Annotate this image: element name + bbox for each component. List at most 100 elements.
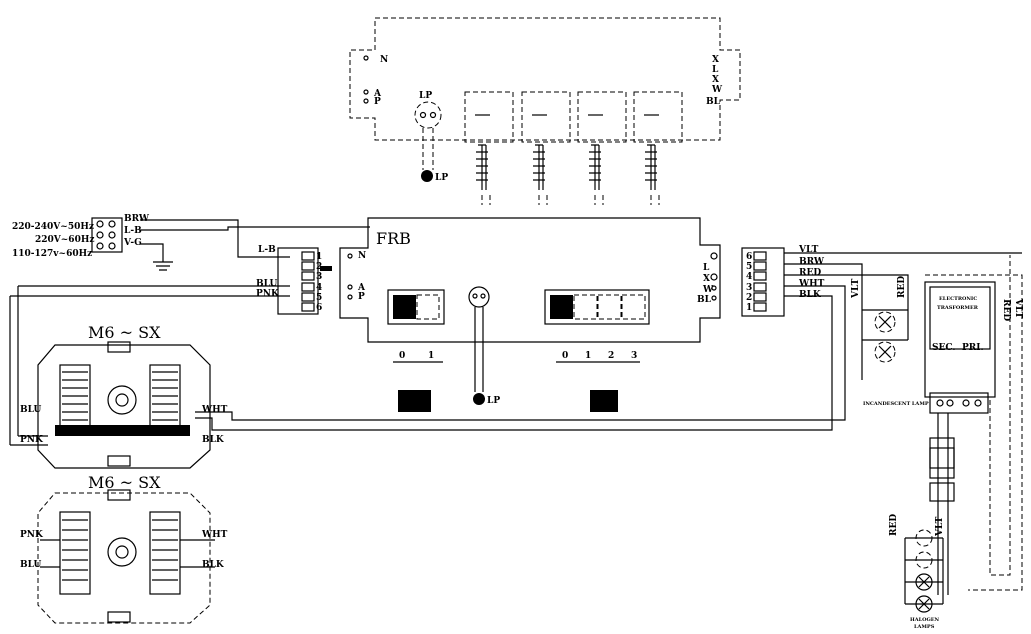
right-switch-1: 1 [585, 351, 591, 361]
main-pin-a: A [357, 283, 366, 293]
right-slider-frame [544, 289, 650, 325]
main-board-outline [339, 217, 721, 343]
incandescent-lamp-icon [874, 341, 896, 363]
halogen-label-2: LAMPS [914, 624, 935, 630]
center-lamp-socket [468, 286, 490, 308]
lamp-bulb-icon [421, 170, 433, 182]
left-slider-frame [387, 289, 445, 325]
motor-top-coil-left [59, 364, 91, 436]
incandescent-lamp-icon [874, 311, 896, 333]
top-pin-n-terminal [363, 55, 369, 61]
top-lamp-label-bottom: LP [435, 173, 448, 183]
halogen-label-1: HALOGEN [910, 617, 940, 623]
terminal-screw-icon [96, 231, 104, 239]
pin-terminal-icon [347, 284, 353, 290]
transformer-title-2: TRASFORMER [937, 305, 979, 311]
ground-icon [153, 261, 173, 271]
transformer-wire-red: RED [1001, 299, 1011, 321]
right-terminal-5: 5 [746, 262, 752, 272]
terminal-screw-icon [108, 220, 116, 228]
left-slider-knob [393, 295, 416, 319]
supply-line-3: 110-127v~60Hz [12, 249, 92, 259]
incandescent-wire-red: RED [897, 276, 907, 298]
top-switch-4 [633, 91, 683, 205]
right-switch-2: 2 [608, 351, 614, 361]
left-terminal-2: 2 [316, 262, 322, 272]
transformer-wire-vlt: VLT [1013, 298, 1023, 319]
right-terminal-4: 4 [746, 272, 752, 282]
main-pin-bl: BL [697, 295, 712, 305]
top-lamp-socket [414, 101, 442, 129]
supply-line-2: 220V~60Hz [35, 235, 94, 245]
pin-terminal-icon [347, 253, 353, 259]
pin-terminal-icon [347, 294, 353, 300]
top-board-outline [349, 17, 741, 141]
top-pin-x1: X [712, 55, 719, 65]
left-terminal-6: 6 [316, 303, 322, 313]
slider-slot [597, 294, 622, 320]
left-terminal-5: 5 [316, 293, 322, 303]
right-terminal-6: 6 [746, 252, 752, 262]
main-pin-p: P [358, 292, 365, 302]
left-switch-0: 0 [399, 351, 405, 361]
right-wire-brw: BRW [799, 257, 825, 267]
transformer-dashed-return [925, 274, 1023, 591]
main-pin-x: X [703, 274, 710, 284]
wiring [9, 219, 1022, 446]
top-pin-n: N [380, 55, 388, 65]
right-wire-vlt: VLT [798, 245, 819, 255]
transformer-dashed-return [989, 255, 1011, 576]
right-terminal-2: 2 [746, 293, 752, 303]
top-switch-2 [521, 91, 571, 205]
top-pin-a-terminal [363, 89, 369, 95]
top-pin-a: A [373, 89, 382, 99]
motor-bottom-wire-blu: BLU [20, 560, 41, 570]
motor-bottom-wire-blk: BLK [202, 560, 225, 570]
right-terminal-1: 1 [746, 303, 752, 313]
motor-bottom-wire-pnk: PNK [20, 530, 44, 540]
motor-top-wire-wht: WHT [201, 405, 228, 415]
left-switch-knob [398, 390, 431, 412]
halogen-wire-vlt: VLT [935, 516, 945, 537]
motor-bottom-wire-wht: WHT [201, 530, 228, 540]
terminal-screw-icon [108, 231, 116, 239]
top-lamp-pin-icon [429, 111, 437, 119]
left-wire-lb: L-B [258, 245, 276, 255]
transformer: ELECTRONIC TRASFORMER SEC. PRI. RED VLT [924, 255, 1023, 595]
motor-bottom-rotor-icon [107, 537, 137, 567]
left-jumper [320, 266, 332, 271]
supply-line-1: 220-240V~50Hz [12, 222, 94, 232]
left-connector [277, 247, 319, 315]
top-pin-p-terminal [363, 98, 369, 104]
right-wire-blk: BLK [799, 290, 822, 300]
pin-terminal-icon [711, 295, 717, 301]
right-terminal-3: 3 [746, 283, 752, 293]
incandescent-wire-vlt: VLT [851, 278, 861, 299]
main-pin-l: L [703, 263, 710, 273]
motor-top: M6 ~ SX BLU PNK WHT BLK [20, 323, 228, 469]
slider-slot [573, 294, 598, 320]
right-wire-red: RED [799, 268, 821, 278]
transformer-box [924, 281, 996, 398]
main-pin-w: W [702, 285, 714, 295]
left-terminal-1: 1 [316, 252, 322, 262]
top-pin-x2: X [712, 75, 719, 85]
motor-top-wire-pnk: PNK [20, 435, 44, 445]
right-connector-slots [753, 251, 767, 312]
right-switch-knob [590, 390, 618, 412]
ground-wire [140, 243, 164, 262]
terminal-screw-icon [96, 220, 104, 228]
slider-slot [416, 294, 440, 320]
halogen-wire-red: RED [889, 514, 899, 536]
right-switch-3: 3 [631, 351, 637, 361]
center-lamp-label: LP [487, 396, 500, 406]
terminal-screw-icon [108, 242, 116, 250]
left-terminal-4: 4 [316, 283, 322, 293]
top-switch-1 [464, 91, 514, 205]
supply-wire-brw: BRW [124, 214, 150, 224]
top-board: N A P X L X W BL LP LP [349, 17, 741, 205]
right-wire-wht: WHT [798, 279, 825, 289]
main-board: FRB 1 2 3 4 5 6 L-B BLU PNK N A P [256, 217, 825, 412]
motor-top-coil-right [149, 364, 181, 436]
